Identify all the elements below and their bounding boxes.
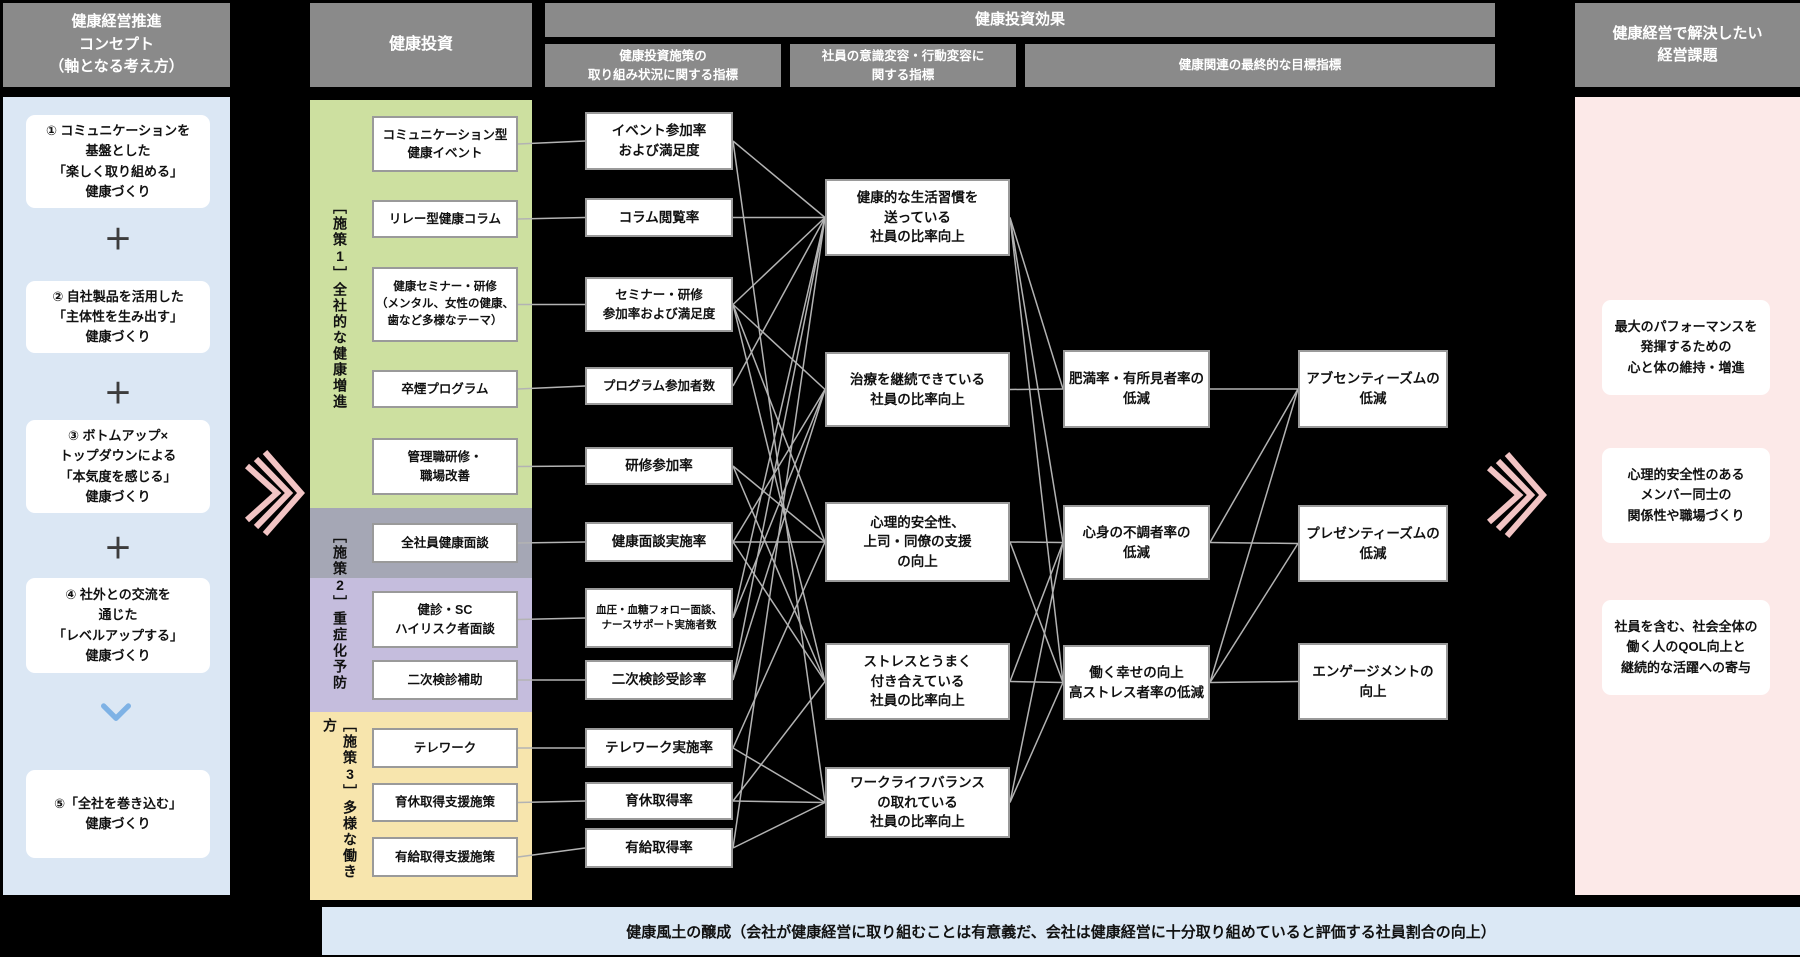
- investment-secondary-checkup-subsidy: 二次検診補助: [372, 660, 518, 700]
- goal-max-performance: 最大のパフォーマンスを 発揮するための 心と体の維持・増進: [1602, 300, 1770, 395]
- indicator-event-participation: イベント参加率 および満足度: [585, 112, 733, 170]
- indicator-telework-rate: テレワーク実施率: [585, 728, 733, 768]
- header-concept: 健康経営推進 コンセプト （軸となる考え方）: [3, 3, 230, 87]
- outcome-continuing-treatment: 治療を継続できている 社員の比率向上: [825, 352, 1010, 427]
- header-sub-final-target-indicators: 健康関連の最終的な目標指標: [1025, 44, 1495, 87]
- indicator-secondary-checkup-rate: 二次検診受診率: [585, 660, 733, 700]
- double-chevron-right-icon: [1485, 452, 1547, 543]
- header-investment: 健康投資: [310, 3, 532, 87]
- investment-highrisk-interview: 健診・SC ハイリスク者面談: [372, 591, 518, 648]
- investment-childcare-leave-support: 育休取得支援施策: [372, 783, 518, 822]
- outcome-psychological-safety: 心理的安全性、 上司・同僚の支援 の向上: [825, 502, 1010, 582]
- concept-item-5: ⑤「全社を巻き込む」 健康づくり: [26, 770, 210, 858]
- outcome-stress-management: ストレスとうまく 付き合えている 社員の比率向上: [825, 643, 1010, 720]
- concept-item-2: ② 自社製品を活用した 「主体性を生み出す」 健康づくり: [26, 281, 210, 353]
- investment-all-employee-interview: 全社員健康面談: [372, 523, 518, 563]
- section1-label: ［施策1］全社的な健康増進: [332, 200, 348, 410]
- metric-presenteeism-reduction: プレゼンティーズムの 低減: [1298, 505, 1448, 582]
- investment-communication-event: コミュニケーション型 健康イベント: [372, 116, 518, 172]
- investment-quit-smoking-program: 卒煙プログラム: [372, 370, 518, 408]
- header-sub-implementation-indicators: 健康投資施策の 取り組み状況に関する指標: [545, 44, 781, 87]
- metric-engagement-improvement: エンゲージメントの 向上: [1298, 643, 1448, 720]
- indicator-seminar-participation: セミナー・研修 参加率および満足度: [585, 277, 733, 332]
- plus-sign: ＋: [103, 224, 132, 255]
- indicator-bp-glucose-followup: 血圧・血糖フォロー面談、 ナースサポート実施者数: [585, 588, 733, 648]
- investment-health-seminar: 健康セミナー・研修 （メンタル、女性の健康、 歯など多様なテーマ）: [372, 267, 518, 342]
- indicator-childcare-leave-rate: 育休取得率: [585, 782, 733, 820]
- indicator-training-participation: 研修参加率: [585, 447, 733, 485]
- concept-item-4: ④ 社外との交流を 通じた 「レベルアップする」 健康づくり: [26, 578, 210, 673]
- metric-obesity-findings-reduction: 肥満率・有所見者率の 低減: [1063, 350, 1210, 428]
- metric-illness-rate-reduction: 心身の不調者率の 低減: [1063, 505, 1210, 580]
- section2-label: ［施策2］重症化予防: [332, 529, 348, 691]
- goal-society-qol: 社員を含む、社会全体の 働く人のQOL向上と 継続的な活躍への寄与: [1602, 600, 1770, 695]
- header-investment-effect: 健康投資効果: [545, 3, 1495, 37]
- investment-manager-training: 管理職研修・ 職場改善: [372, 438, 518, 495]
- investment-relay-column: リレー型健康コラム: [372, 200, 518, 238]
- health-culture-bar: 健康風土の醸成（会社が健康経営に取り組むことは有意義だ、会社は健康経営に十分取り…: [322, 907, 1800, 955]
- concept-item-1: ① コミュニケーションを 基盤とした 「楽しく取り組める」 健康づくり: [26, 115, 210, 208]
- investment-telework: テレワーク: [372, 728, 518, 768]
- concept-item-3: ③ ボトムアップ× トップダウンによる 「本気度を感じる」 健康づくり: [26, 420, 210, 513]
- indicator-program-participants: プログラム参加者数: [585, 367, 733, 405]
- plus-sign: ＋: [103, 378, 132, 409]
- down-chevron-icon: [101, 698, 131, 733]
- header-management-issues: 健康経営で解決したい 経営課題: [1575, 3, 1800, 87]
- outcome-healthy-lifestyle: 健康的な生活習慣を 送っている 社員の比率向上: [825, 179, 1010, 256]
- indicator-column-views: コラム閲覧率: [585, 198, 733, 237]
- indicator-paid-leave-rate: 有給取得率: [585, 828, 733, 868]
- investment-paid-leave-support: 有給取得支援施策: [372, 837, 518, 877]
- indicator-health-interview-rate: 健康面談実施率: [585, 522, 733, 562]
- outcome-work-life-balance: ワークライフバランス の取れている 社員の比率向上: [825, 767, 1010, 838]
- section3-label: ［施策3］多様な働き方: [322, 718, 358, 880]
- plus-sign: ＋: [103, 533, 132, 564]
- goal-psychological-safety-workplace: 心理的安全性のある メンバー同士の 関係性や職場づくり: [1602, 448, 1770, 543]
- header-sub-awareness-behavior-indicators: 社員の意識変容・行動変容に 関する指標: [790, 44, 1016, 87]
- metric-work-happiness-stress-reduction: 働く幸せの向上 高ストレス者率の低減: [1063, 645, 1210, 720]
- double-chevron-right-icon: [243, 450, 305, 541]
- metric-absenteeism-reduction: アブセンティーズムの 低減: [1298, 350, 1448, 428]
